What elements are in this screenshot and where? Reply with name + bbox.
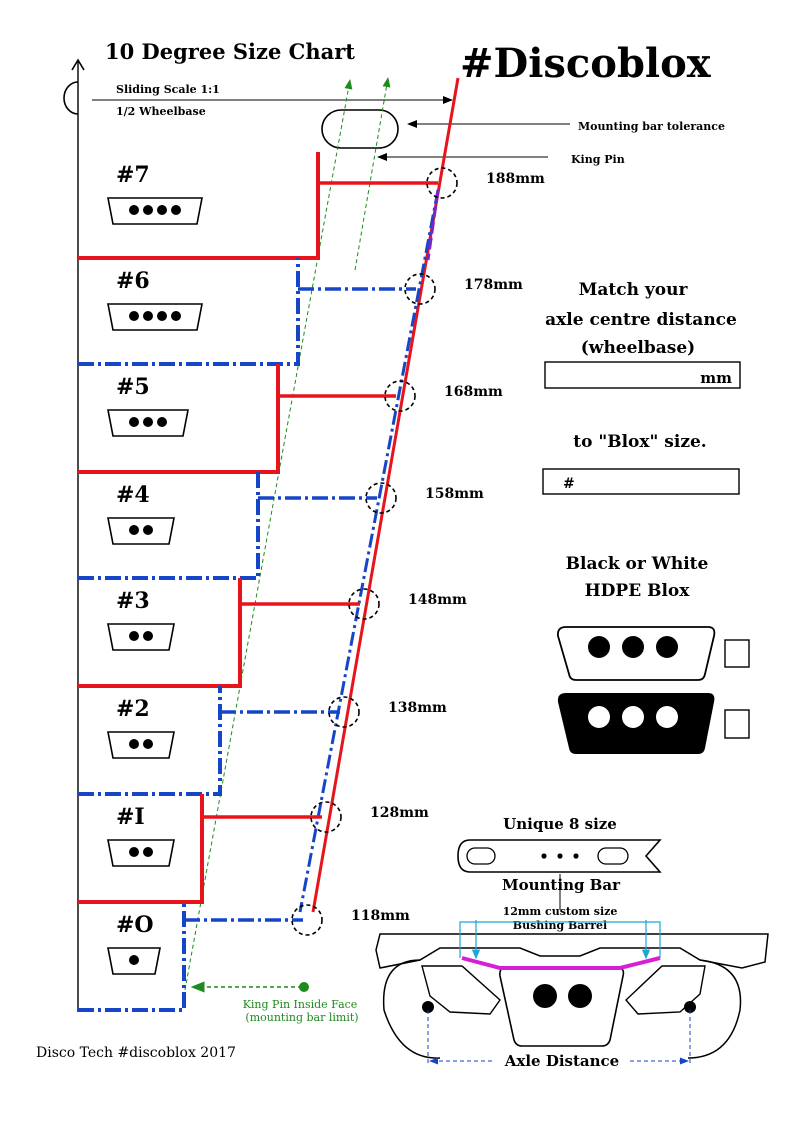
size-number-label: #2 <box>116 696 150 722</box>
blox-hole <box>129 417 139 427</box>
king-pin-circle <box>291 904 323 936</box>
blox-hole <box>171 311 181 321</box>
half-wheelbase-label: 1/2 Wheelbase <box>116 105 206 118</box>
king-pin-label: King Pin <box>571 153 625 166</box>
king-pin-face-guide-1 <box>184 79 353 991</box>
king-pin-face-line-1: King Pin Inside Face <box>243 998 358 1011</box>
purple-overlap-segment <box>426 189 440 261</box>
king-pin-circle <box>365 482 397 514</box>
blox-icon <box>107 303 203 331</box>
hdpe-line-2: HDPE Blox <box>585 581 691 601</box>
king-pin-circle <box>404 273 436 305</box>
blox-hole <box>143 417 153 427</box>
blox-size-prefix: # <box>563 476 575 492</box>
size-step-outline <box>78 152 320 260</box>
size-step-outline <box>78 578 242 688</box>
blox-hole <box>143 739 153 749</box>
blox-hole <box>143 631 153 641</box>
black-blox-checkbox[interactable] <box>724 709 750 739</box>
blox-hole <box>143 525 153 535</box>
blox-icon <box>107 623 175 651</box>
size-number-label: #6 <box>116 268 150 294</box>
king-pin-face-guide-2 <box>354 77 391 271</box>
barrel-line-2: Bushing Barrel <box>513 919 607 932</box>
barrel-line-1: 12mm custom size <box>503 905 618 918</box>
wheelbase-unit: mm <box>700 369 732 387</box>
blox-hole <box>157 417 167 427</box>
blox-hole <box>129 525 139 535</box>
size-number-label: #O <box>116 912 154 938</box>
size-number-label: #4 <box>116 482 150 508</box>
chart-title: 10 Degree Size Chart <box>105 39 355 64</box>
blox-icon <box>107 517 175 545</box>
match-line-2: axle centre distance <box>545 310 737 330</box>
size-mm-label: 188mm <box>486 171 545 187</box>
blox-hole <box>129 311 139 321</box>
axle-distance-label: Axle Distance <box>504 1052 619 1070</box>
blox-hole <box>129 739 139 749</box>
size-mm-label: 168mm <box>444 384 503 400</box>
size-step-outline <box>78 902 186 1012</box>
hdpe-line-1: Black or White <box>566 554 709 574</box>
blox-hole <box>157 311 167 321</box>
size-mm-label: 138mm <box>388 700 447 716</box>
blox-hole <box>143 205 153 215</box>
king-pin-face-dot <box>299 982 309 992</box>
white-blox-icon <box>557 626 716 681</box>
blox-hole <box>143 847 153 857</box>
blox-icon <box>107 197 203 225</box>
match-line-3: (wheelbase) <box>581 338 695 358</box>
king-pin-circle <box>384 380 416 412</box>
blox-hole <box>129 205 139 215</box>
footer-text: Disco Tech #discoblox 2017 <box>36 1045 236 1061</box>
king-pin-circle <box>348 588 380 620</box>
rotate-icon <box>63 58 85 115</box>
blox-size-label: to "Blox" size. <box>573 432 706 452</box>
wheelbase-input-box[interactable] <box>544 361 741 389</box>
size-mm-label: 148mm <box>408 592 467 608</box>
size-mm-label: 178mm <box>464 277 523 293</box>
blox-hole <box>129 631 139 641</box>
match-line-1: Match your <box>579 280 689 300</box>
size-number-label: #I <box>116 804 145 830</box>
size-number-label: #7 <box>116 162 150 188</box>
king-pin-circle <box>310 801 342 833</box>
mounting-tolerance-label: Mounting bar tolerance <box>578 120 725 133</box>
size-step-outline <box>78 364 280 474</box>
white-blox-checkbox[interactable] <box>724 639 750 668</box>
blox-icon <box>107 731 175 759</box>
brand-title: #Discoblox <box>460 40 712 87</box>
king-pin-circle <box>426 167 458 199</box>
blox-hole <box>129 955 139 965</box>
blox-icon <box>107 839 175 867</box>
truck-diagram <box>375 920 769 1064</box>
size-number-label: #5 <box>116 374 150 400</box>
blox-hole <box>171 205 181 215</box>
size-number-label: #3 <box>116 588 150 614</box>
blox-size-input-box[interactable] <box>542 468 740 495</box>
mounting-bar-icon <box>457 839 662 873</box>
size-steps: 188mm #7 178mm #6 168mm #5 158mm #4 148mm #3 138mm… <box>78 152 545 1012</box>
size-step-outline <box>78 794 204 904</box>
size-mm-label: 128mm <box>370 805 429 821</box>
black-blox-icon <box>557 693 715 754</box>
size-mm-label: 158mm <box>425 486 484 502</box>
mounting-bar-label: Mounting Bar <box>502 876 621 894</box>
size-mm-label: 118mm <box>351 908 410 924</box>
size-step-outline <box>78 686 222 796</box>
size-step-outline <box>78 258 300 366</box>
blox-hole <box>129 847 139 857</box>
king-pin-face-line-2: (mounting bar limit) <box>245 1011 358 1024</box>
king-pin-circle <box>328 696 360 728</box>
blue-king-pin-diagonal <box>298 189 440 913</box>
unique-size-label: Unique 8 size <box>503 815 617 833</box>
blox-hole <box>157 205 167 215</box>
blox-hole <box>143 311 153 321</box>
size-step-outline <box>78 472 260 580</box>
scale-label: Sliding Scale 1:1 <box>116 83 220 96</box>
mounting-slot-shape <box>321 109 399 149</box>
